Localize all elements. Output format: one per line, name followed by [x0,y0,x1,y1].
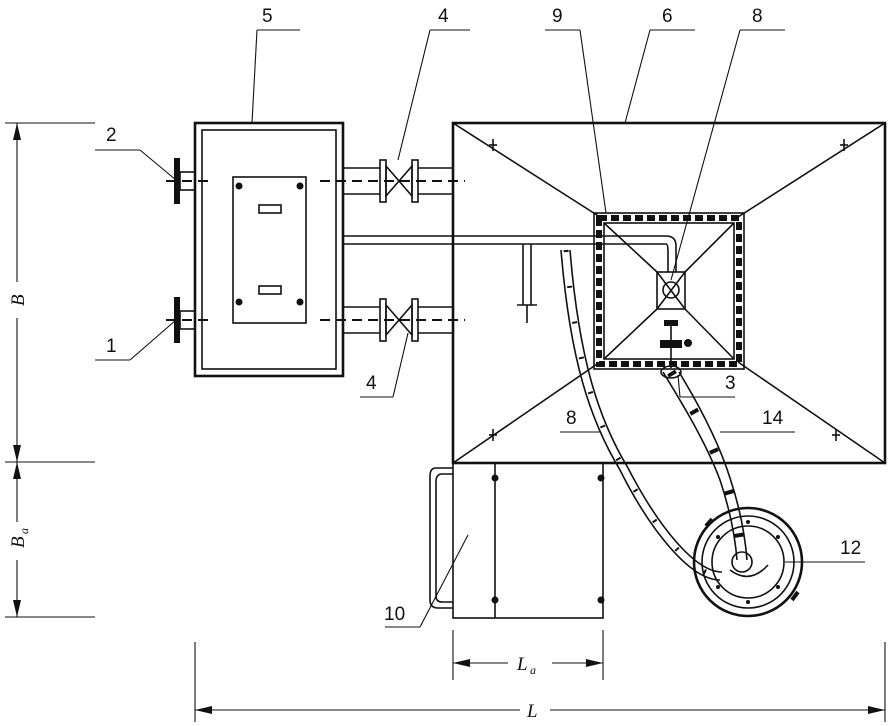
flange-2 [166,158,212,204]
unit-10 [429,462,605,619]
cabinet-5 [193,121,345,378]
connecting-pipe [343,235,677,323]
callout-14: 14 [762,408,784,429]
dimension-La-subscript: a [530,663,536,677]
dimension-La-label: L [516,654,528,675]
callout-12: 12 [840,538,861,559]
leader-lines [95,29,865,628]
dimension-Ba: B a [8,462,31,617]
callout-4-bottom: 4 [366,373,377,394]
dimension-L: L [194,642,886,722]
dimension-B: B [5,122,95,618]
outlet-fitting-3 [660,320,692,379]
hose-14 [662,369,748,561]
callout-6: 6 [662,6,673,27]
dimension-L-label: L [526,701,538,722]
flange-1 [166,297,212,343]
callout-1: 1 [106,336,117,357]
callout-5: 5 [262,6,273,27]
tank-6 [451,121,887,465]
dimension-B-label: B [8,294,29,306]
sump-9 [593,212,745,370]
callout-3: 3 [725,373,736,394]
hose-8 [560,249,723,581]
upper-pipe-valve-4 [320,159,465,203]
callout-4-top: 4 [438,6,449,27]
dimension-Ba-subscript: a [17,528,31,534]
dimension-La: L a [452,630,604,680]
callout-10: 10 [384,604,405,625]
lower-pipe-valve-4 [320,298,465,342]
callout-9: 9 [552,6,563,27]
callout-8-bottom: 8 [566,408,577,429]
dimension-Ba-label: B [8,536,29,548]
callout-8-top: 8 [752,6,763,27]
callout-2: 2 [106,125,117,146]
